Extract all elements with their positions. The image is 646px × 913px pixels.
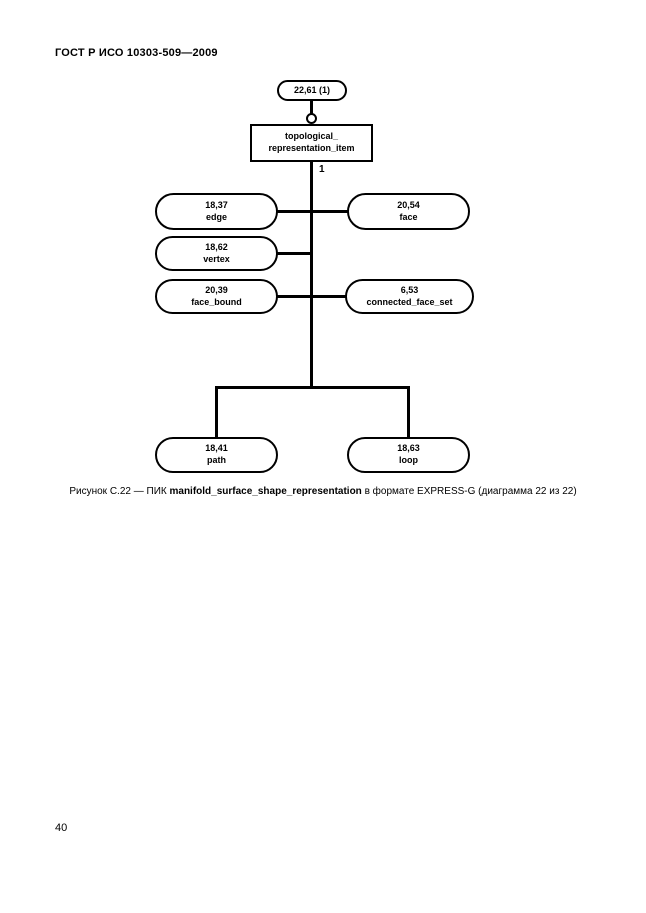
entity-oval-edge: 18,37 edge [155,193,278,230]
page-number: 40 [55,822,68,834]
express-g-diagram: 22,61 (1) topological_ representation_it… [155,80,474,473]
root-entity-line2: representation_item [268,143,355,153]
entity-page-ref: 18,37 [205,199,228,210]
entity-name: path [207,455,226,465]
page-reference-oval: 22,61 (1) [277,80,347,101]
connector-line [310,161,313,389]
connector-line [277,295,346,298]
root-entity-box: topological_ representation_item [250,124,373,162]
entity-name: face_bound [191,296,242,307]
entity-name: loop [399,455,418,465]
entity-page-ref: 20,39 [205,284,228,295]
entity-page-ref: 18,62 [205,241,228,252]
entity-oval-face: 20,54 face [347,193,470,230]
caption-prefix: Рисунок С.22 — ПИК [69,486,170,497]
entity-oval-connected-face-set: 6,53 connected_face_set [345,279,474,314]
page-reference-label: 22,61 (1) [293,84,331,95]
entity-name: edge [205,211,227,222]
figure-caption: Рисунок С.22 — ПИК manifold_surface_shap… [0,485,646,498]
entity-oval-loop: 18,63 loop [347,437,470,473]
entity-name: connected_face_set [366,296,453,307]
connector-line [310,100,313,114]
caption-entity-name: manifold_surface_shape_representation [169,486,362,497]
connector-line [277,252,313,255]
entity-page-ref: 6,53 [400,284,419,295]
entity-name: vertex [203,253,230,264]
entity-page-ref: 18,63 [397,443,420,454]
entity-oval-face-bound: 20,39 face_bound [155,279,278,314]
connector-line [277,210,348,213]
entity-name: face [399,211,418,222]
root-entity-line1: topological_ [284,131,338,142]
reference-circle [306,113,317,124]
entity-page-ref: 20,54 [397,199,420,210]
connector-line [407,386,410,437]
connector-line [215,386,218,437]
entity-page-ref: 18,41 [205,443,228,454]
caption-suffix: в формате EXPRESS-G (диаграмма 22 из 22) [361,486,577,497]
entity-oval-path: 18,41 path [155,437,278,473]
cardinality-label: 1 [319,164,325,175]
entity-oval-vertex: 18,62 vertex [155,236,278,271]
document-header: ГОСТ Р ИСО 10303-509—2009 [55,47,218,59]
connector-line [215,386,410,389]
